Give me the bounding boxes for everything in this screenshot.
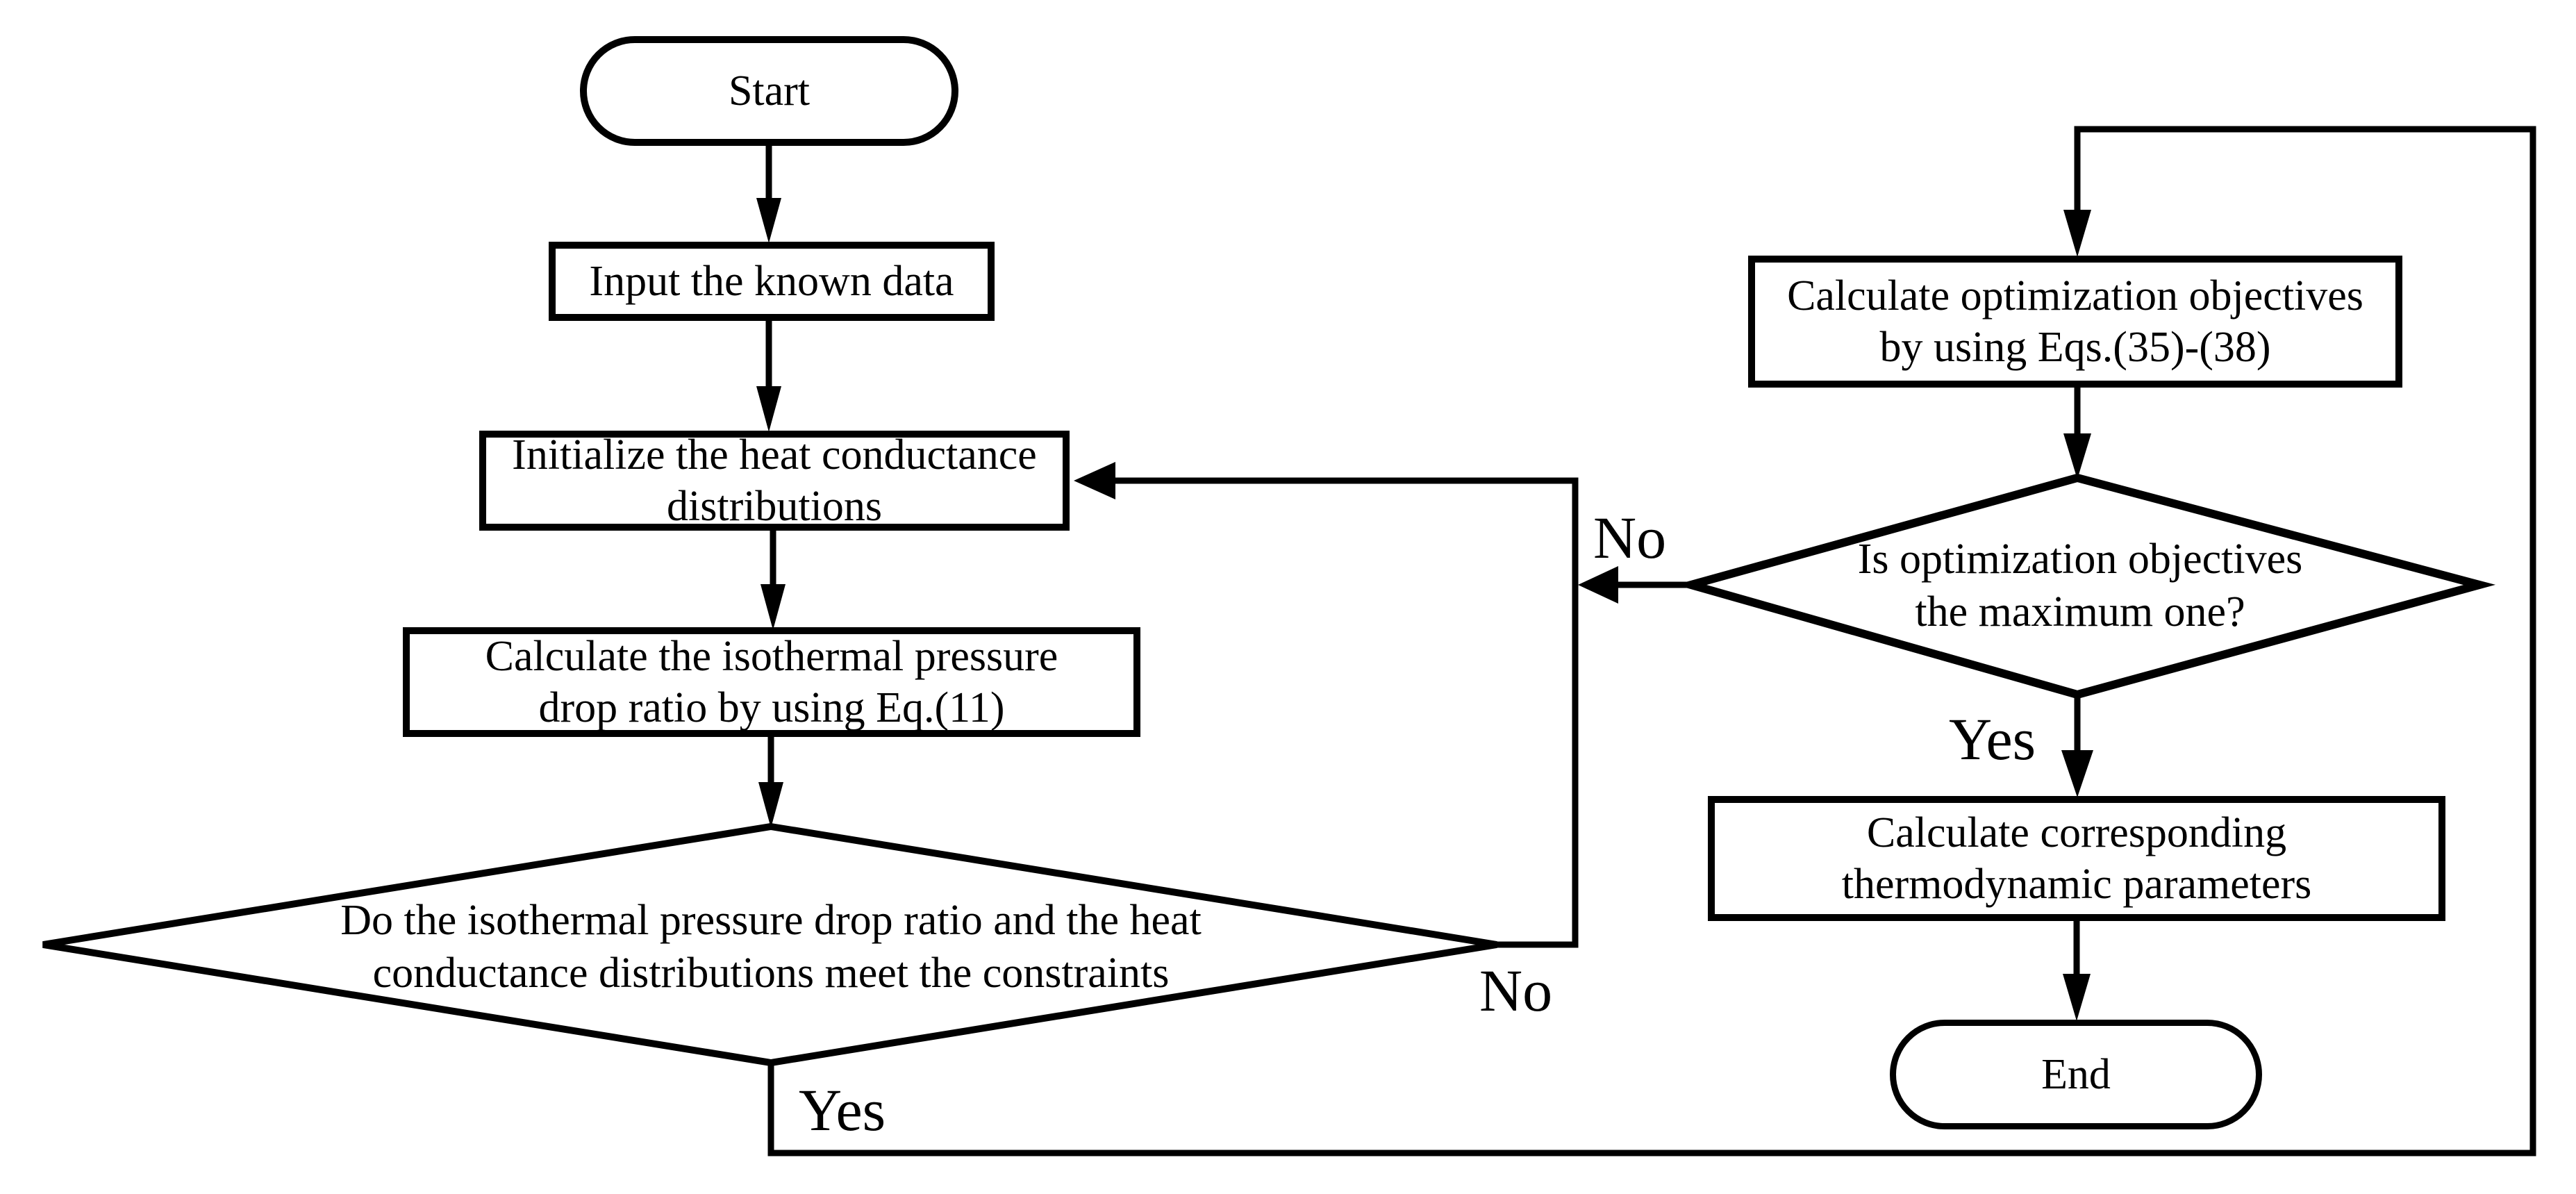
process-input-known-data: Input the known data [549,242,995,321]
process-calc-thermodynamic-parameters: Calculate corresponding thermodynamic pa… [1708,796,2445,921]
process-text-line: Calculate corresponding [1866,809,2287,856]
process-calc-isothermal-pressure-drop: Calculate the isothermal pressure drop r… [403,627,1140,737]
arrowhead-maximum-no [1578,566,1618,604]
arrowhead-no-loop-into-initialize [1074,462,1115,499]
process-text-line: Initialize the heat conductance [512,431,1037,479]
process-text-line: drop ratio by using Eq.(11) [538,684,1005,731]
process-text-line: Calculate optimization objectives [1787,272,2363,320]
arrowhead-into-calc-pressure [761,584,786,630]
decision-maximum-text: Is optimization objectives the maximum o… [1733,520,2427,652]
start-label: Start [728,67,811,115]
arrowhead-into-maximum-decision [2063,433,2091,479]
decision-constraints-shape [42,822,1497,1067]
arrowhead-into-calc-thermo [2061,750,2093,797]
decision-text-line: Is optimization objectives [1857,536,2303,583]
decision-text-line: conductance distributions meet the const… [372,950,1170,997]
decision-text-line: the maximum one? [1915,588,2245,636]
connector-yes-loop [767,126,2536,1156]
start-terminator: Start [580,36,958,146]
process-text-line: by using Eqs.(35)-(38) [1879,324,2271,371]
arrowhead-into-constraints-decision [758,782,783,828]
label-yes-constraints: Yes [799,1077,886,1143]
arrowhead-into-input [756,198,781,243]
process-initialize-heat-conductance: Initialize the heat conductance distribu… [479,431,1070,531]
decision-constraints-text: Do the isothermal pressure drop ratio an… [146,881,1396,1013]
process-calc-optimization-objectives: Calculate optimization objectives by usi… [1748,256,2402,388]
end-terminator: End [1890,1020,2262,1129]
process-text-line: thermodynamic parameters [1841,861,2312,908]
connector-no-loop [1115,477,1579,948]
label-no-constraints: No [1479,957,1553,1024]
process-text-line: distributions [666,483,883,530]
arrowhead-into-end [2063,974,2091,1021]
label-no-maximum: No [1593,504,1667,571]
end-label: End [2041,1051,2111,1098]
decision-text-line: Do the isothermal pressure drop ratio an… [340,897,1202,944]
decision-maximum-shape [1675,473,2496,699]
arrowhead-into-initialize [756,386,781,432]
process-text-line: Calculate the isothermal pressure [485,633,1058,680]
arrowhead-into-calc-objectives [2063,210,2091,257]
process-text-line: Input the known data [589,258,954,305]
label-yes-maximum: Yes [1949,706,2036,772]
